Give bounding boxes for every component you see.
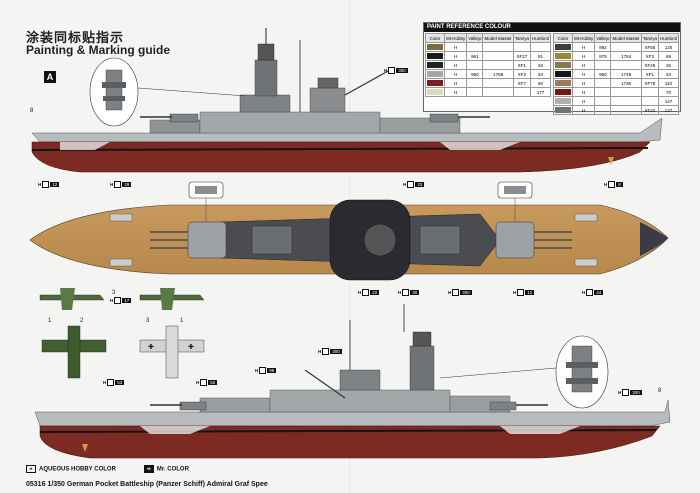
title-chinese: 涂装同标贴指示 bbox=[26, 30, 125, 45]
paint-swatch bbox=[555, 98, 571, 104]
paint-hobby-code: H bbox=[571, 105, 596, 115]
legend-aqueous-swatch: H bbox=[26, 465, 36, 473]
paint-reference-title: PAINT REFERENCE COLOUR bbox=[424, 23, 680, 32]
paint-value: 127 bbox=[657, 105, 680, 115]
number-1-plane: 1 bbox=[48, 318, 52, 324]
footer-text: 1/350 German Pocket Battleship (Panzer S… bbox=[47, 481, 268, 488]
deck-detail-boxes bbox=[188, 181, 533, 222]
number-3-plane: 3 bbox=[146, 318, 150, 324]
footer-caption: 05316 1/350 German Pocket Battleship (Pa… bbox=[26, 481, 268, 488]
paint-value bbox=[594, 105, 612, 115]
paint-value bbox=[512, 87, 531, 97]
paint-swatch bbox=[427, 62, 443, 68]
number-2-plane: 2 bbox=[80, 318, 84, 324]
paint-swatch bbox=[555, 53, 571, 59]
paint-swatch bbox=[555, 80, 571, 86]
aircraft-drawings: ✚ ✚ bbox=[39, 288, 205, 379]
svg-text:✚: ✚ bbox=[188, 343, 194, 351]
paint-swatch bbox=[555, 62, 571, 68]
legend-aqueous-label: AQUEOUS HOBBY COLOR bbox=[39, 466, 116, 473]
legend-mr-label: Mr. COLOR bbox=[156, 466, 189, 473]
footer-code: 05316 bbox=[26, 481, 46, 488]
detail-circle-bottom bbox=[439, 335, 609, 409]
legend-mr-swatch: M bbox=[143, 465, 154, 473]
paint-swatch bbox=[427, 71, 443, 77]
side-profile-bottom bbox=[34, 304, 671, 459]
view-letter-badge: A bbox=[44, 71, 56, 83]
paint-swatch bbox=[555, 89, 571, 95]
paint-swatch bbox=[555, 71, 571, 77]
title-english: Painting & Marking guide bbox=[26, 43, 171, 57]
number-8-bottom: 8 bbox=[658, 388, 662, 394]
number-3-plane-b: 3 bbox=[112, 290, 116, 296]
paint-value: XF22 bbox=[640, 105, 659, 115]
paint-hobby-code: H bbox=[443, 87, 468, 97]
side-profile-top bbox=[31, 28, 663, 173]
deck-plan bbox=[29, 199, 669, 281]
paint-value: 177 bbox=[529, 87, 552, 97]
paint-swatch bbox=[427, 53, 443, 59]
paint-swatch bbox=[427, 80, 443, 86]
paint-swatch bbox=[427, 44, 443, 50]
paint-row: H bbox=[425, 42, 552, 52]
paint-row: H 177 bbox=[425, 87, 552, 97]
paint-swatch bbox=[555, 44, 571, 50]
number-8-top: 8 bbox=[30, 108, 34, 114]
paint-swatch bbox=[555, 107, 571, 113]
number-1-plane-b: 1 bbox=[180, 318, 184, 324]
paint-value bbox=[466, 87, 484, 97]
svg-text:✚: ✚ bbox=[148, 343, 154, 351]
paint-swatch bbox=[427, 89, 443, 95]
detail-circle-top bbox=[89, 57, 247, 127]
